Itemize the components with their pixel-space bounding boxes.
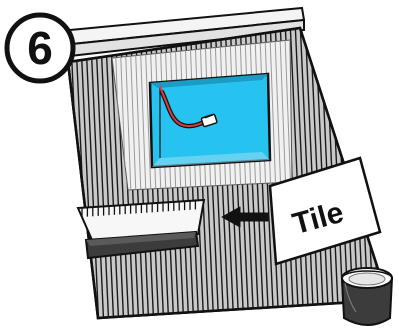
step-badge: 6	[7, 15, 73, 81]
adhesive-bucket-icon	[342, 268, 392, 325]
step-number: 6	[27, 22, 53, 74]
wall-stripe	[395, 20, 399, 330]
